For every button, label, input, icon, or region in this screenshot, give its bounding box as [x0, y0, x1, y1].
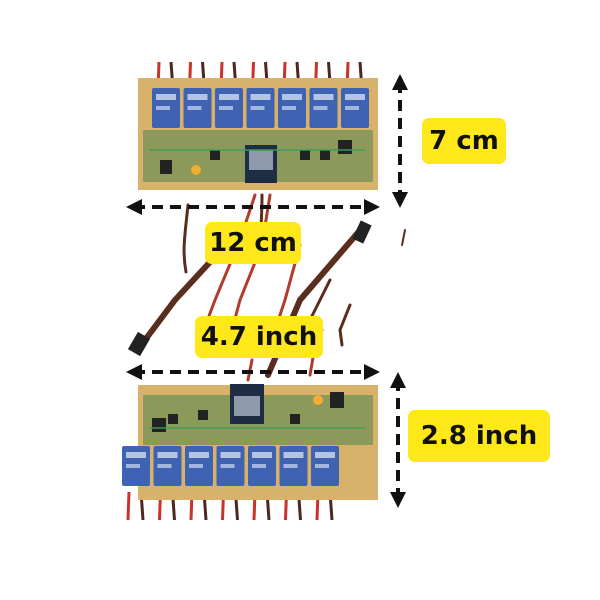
bottom-relay-board — [122, 384, 378, 521]
top-height-label: 7 cm — [422, 118, 506, 164]
bottom-width-label: 4.7 inch — [195, 316, 323, 358]
top-width-label: 12 cm — [205, 222, 301, 264]
wire — [126, 491, 131, 521]
bottom-height-label: 2.8 inch — [408, 410, 550, 462]
top-relay-board — [138, 61, 378, 190]
dimension-arrows — [126, 74, 408, 508]
